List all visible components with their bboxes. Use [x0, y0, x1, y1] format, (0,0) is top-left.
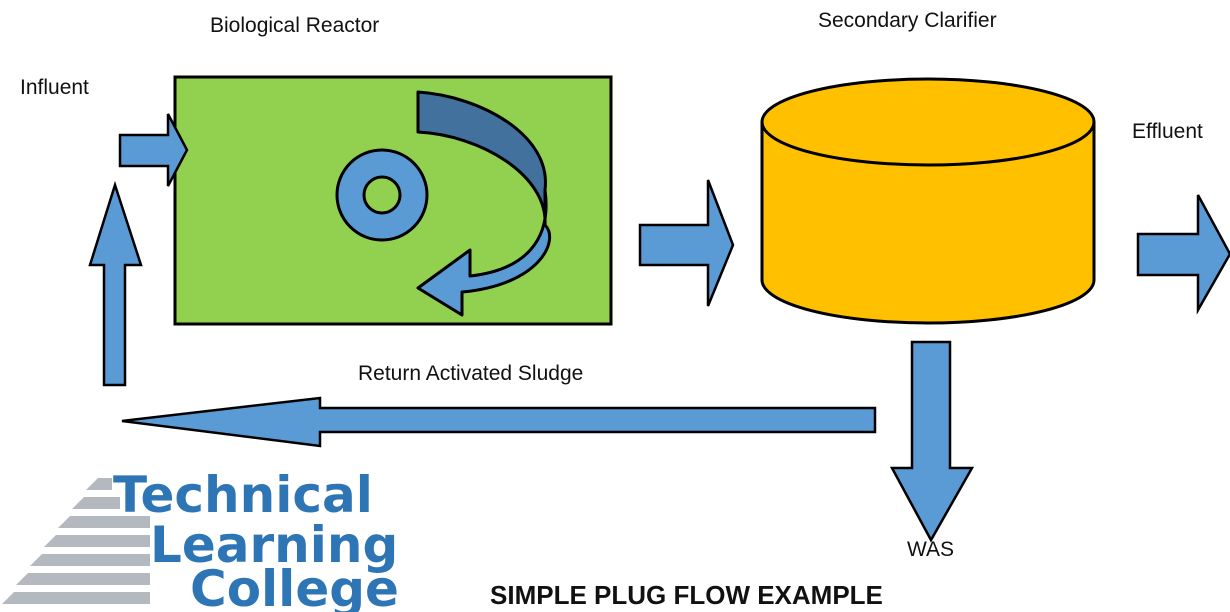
was-label: WAS — [907, 538, 954, 561]
logo-stripes — [2, 478, 150, 604]
logo-line-college: College — [190, 560, 399, 612]
technical-learning-college-logo: Technical Learning College — [2, 466, 399, 612]
clarifier-label: Secondary Clarifier — [818, 9, 997, 32]
influent-arrow — [118, 113, 189, 187]
return-sludge-label: Return Activated Sludge — [358, 362, 583, 385]
influent-label: Influent — [20, 76, 89, 99]
was-arrow — [889, 340, 975, 543]
reactor-label: Biological Reactor — [210, 14, 379, 37]
return-up-arrow — [88, 180, 143, 387]
secondary-clarifier — [760, 77, 1096, 325]
diagram-title: SIMPLE PLUG FLOW EXAMPLE — [490, 580, 883, 610]
logo-line-technical: Technical — [113, 466, 373, 524]
effluent-label: Effluent — [1132, 120, 1203, 143]
logo-line-learning: Learning — [150, 516, 398, 574]
reactor-to-clarifier-arrow — [638, 179, 735, 307]
effluent-arrow — [1136, 194, 1230, 315]
mixing-swirl-icon — [335, 90, 552, 317]
return-sludge-arrow — [121, 396, 877, 448]
